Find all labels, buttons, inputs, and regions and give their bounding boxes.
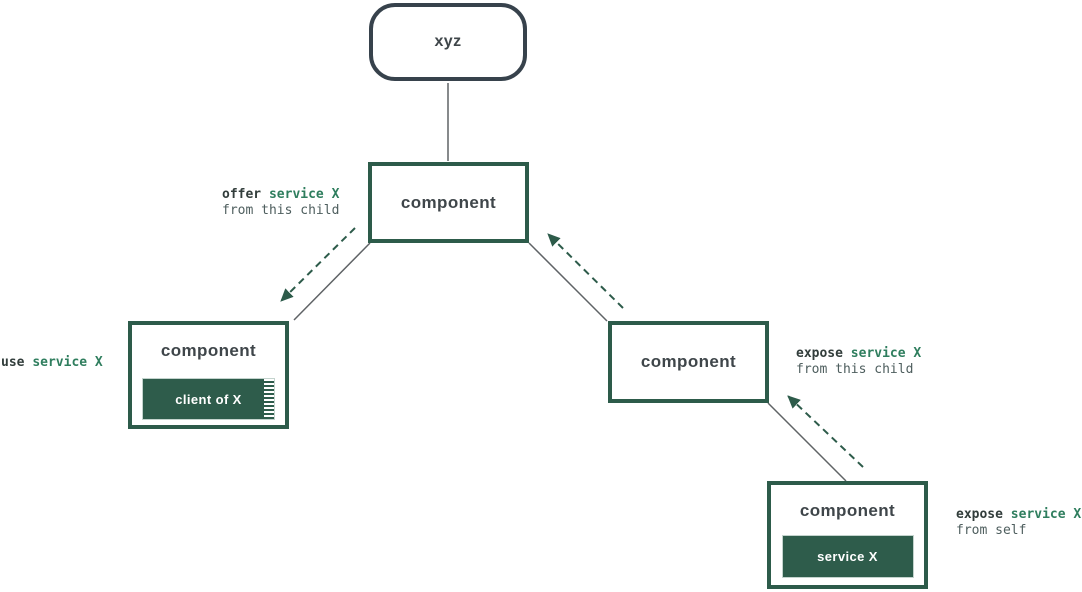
node-left-child-label: component: [160, 341, 257, 360]
edge-parent-to-right-child: [528, 242, 608, 322]
node-right-child-component: component: [608, 321, 769, 403]
node-parent-component: component: [368, 162, 529, 243]
annotation-expose-self-line2: from self: [956, 523, 1027, 538]
expose-from-child-arrow: [547, 233, 624, 309]
annotation-expose-child-line2: from this child: [796, 362, 914, 377]
annotation-expose-from-child: expose service X from this child: [796, 346, 921, 378]
annotation-offer-service: offer service X from this child: [222, 187, 339, 219]
client-of-x-badge: client of X: [143, 379, 274, 419]
service-x-badge: service X: [782, 536, 913, 577]
annotation-offer-line1: offer service X: [222, 187, 340, 202]
annotation-expose-self-line1: expose service X: [956, 507, 1082, 522]
client-of-x-badge-label: client of X: [175, 391, 242, 407]
node-parent-label: component: [400, 192, 497, 212]
annotation-expose-from-self: expose service X from self: [956, 507, 1081, 539]
annotation-offer-line2: from this child: [222, 203, 340, 218]
service-x-badge-label: service X: [817, 549, 878, 564]
offer-arrow: [280, 227, 356, 302]
node-right-child-label: component: [640, 352, 737, 371]
node-xyz: xyz: [369, 3, 527, 81]
annotation-use-service: use service X: [1, 355, 103, 371]
node-xyz-label: xyz: [434, 33, 462, 50]
annotation-expose-child-line1: expose service X: [796, 346, 922, 361]
expose-from-self-arrow: [787, 395, 864, 468]
node-grandchild-component: component service X: [767, 481, 928, 589]
node-left-child-component: component client of X: [128, 321, 289, 429]
annotation-use-line1: use service X: [1, 355, 103, 370]
edge-right-child-to-grandchild: [767, 402, 847, 482]
edge-parent-to-left-child: [293, 242, 371, 321]
node-grandchild-label: component: [799, 501, 896, 520]
